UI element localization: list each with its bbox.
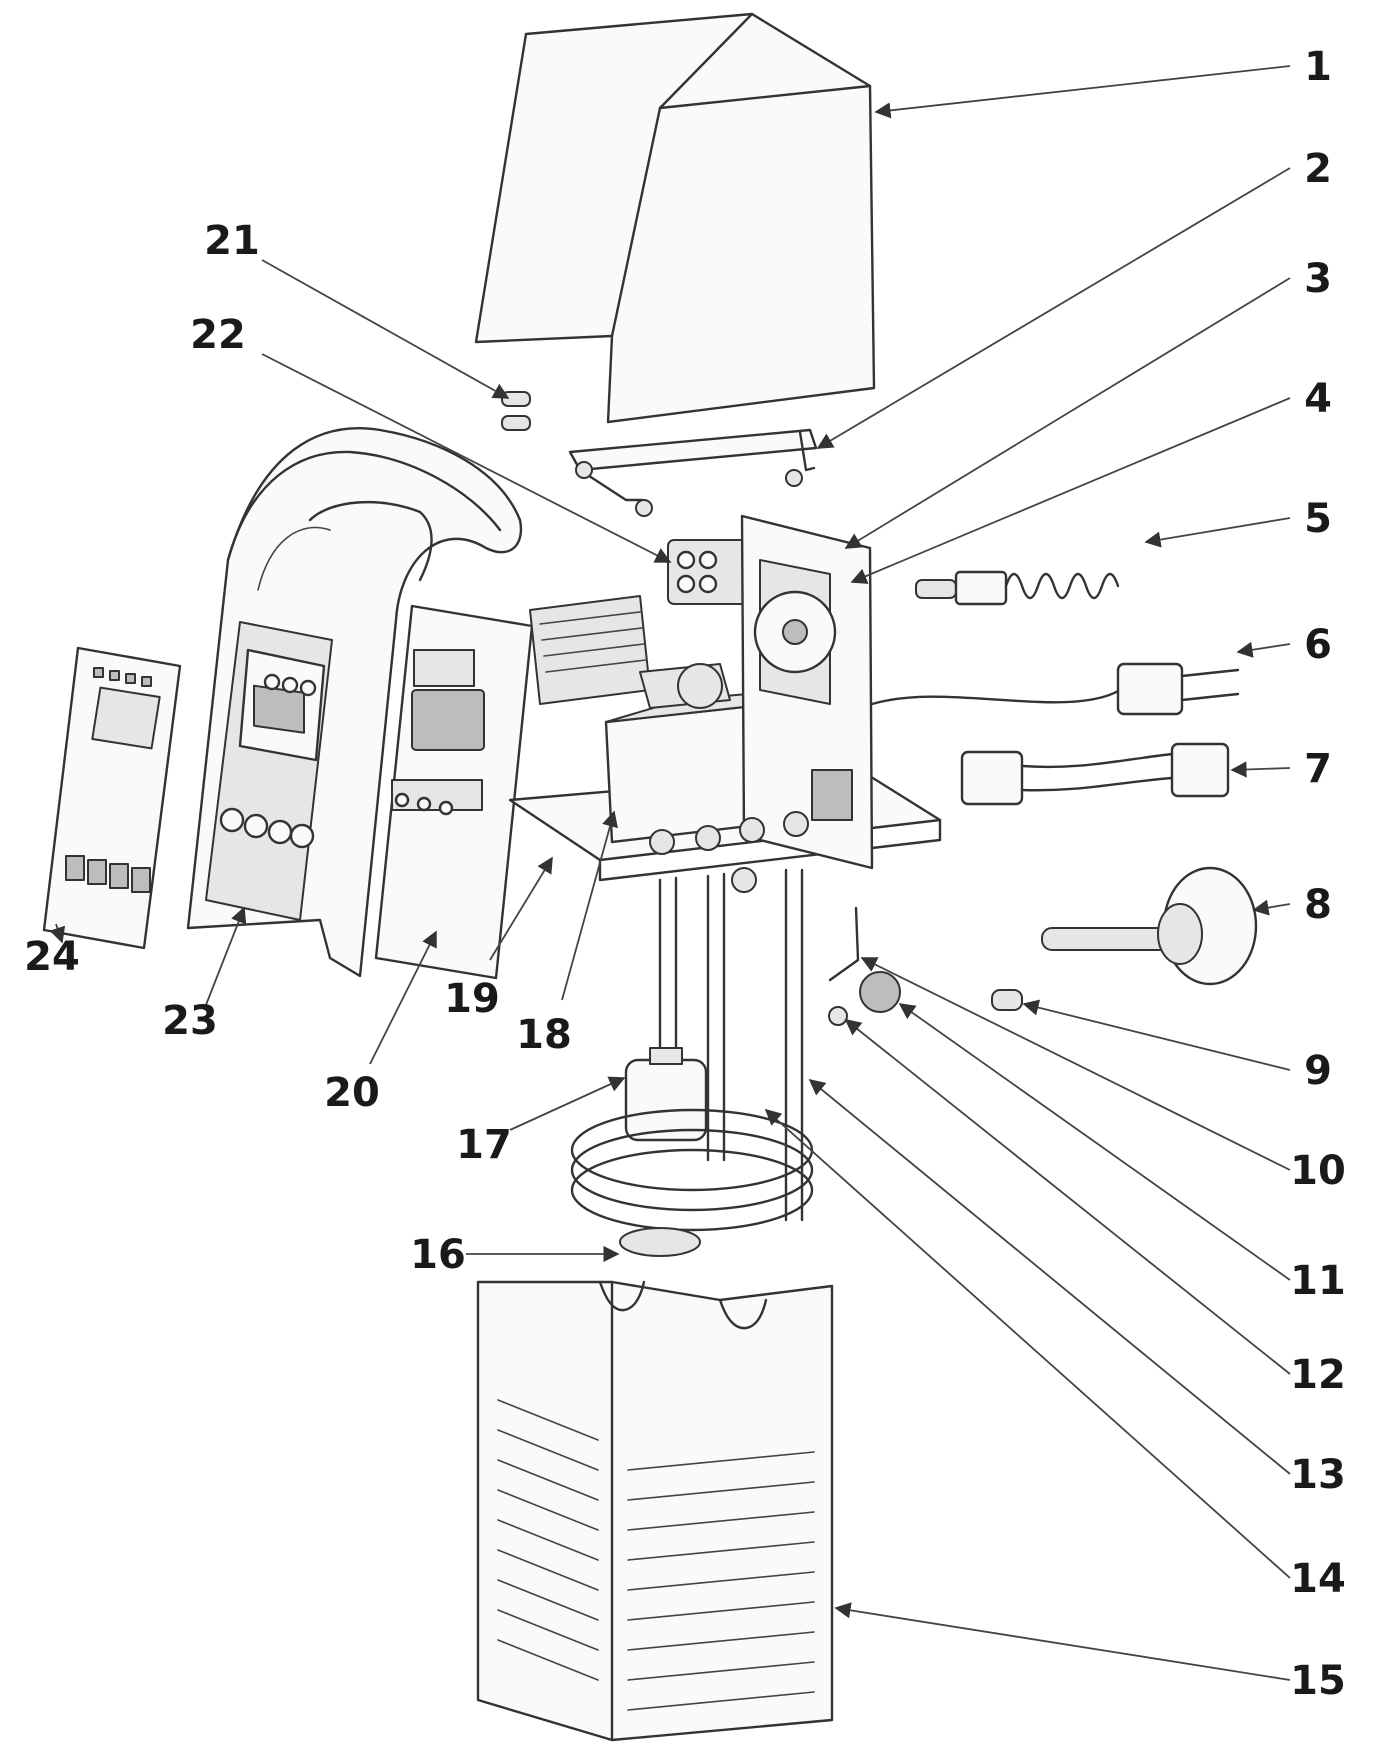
part-cage: [476, 1280, 834, 1742]
part-impeller: [619, 1227, 701, 1257]
part-clamp-knob: [1041, 866, 1258, 986]
callout-label: 9: [1304, 1048, 1332, 1094]
part-screw: [991, 989, 1023, 1011]
callout-label: 23: [162, 998, 218, 1044]
part-tubes: [658, 868, 804, 1222]
part-cable: [960, 742, 1230, 806]
part-pump-motor: [624, 1047, 708, 1142]
leader-lines: [49, 65, 1291, 1681]
callout-labels: 1 2 3 4 5 6 7 8 9 10 11 12 13 14 15 16 1…: [24, 44, 1346, 1704]
callout-label: 15: [1290, 1658, 1346, 1704]
callout-label: 14: [1290, 1556, 1346, 1602]
part-fan-board: [740, 514, 874, 870]
part-terminals: [649, 811, 809, 893]
callout-label: 13: [1290, 1452, 1346, 1498]
part-bracket: [568, 428, 818, 517]
part-control-pcb: [374, 604, 534, 980]
callout-label: 4: [1304, 376, 1332, 422]
callout-label: 12: [1290, 1352, 1346, 1398]
part-power-cord: [870, 662, 1240, 716]
callout-label: 19: [444, 976, 500, 1022]
callout-label: 5: [1304, 496, 1332, 542]
callout-label: 11: [1290, 1258, 1346, 1304]
callout-label: 1: [1304, 44, 1332, 90]
part-top-cover: [474, 12, 876, 424]
callout-label: 8: [1304, 882, 1332, 928]
callout-label: 3: [1304, 256, 1332, 302]
part-spring-sensor: [915, 570, 1120, 606]
callout-label: 17: [456, 1122, 512, 1168]
part-control-overlay: [42, 646, 182, 950]
part-clamp-bracket: [828, 906, 901, 1026]
callout-label: 22: [190, 312, 246, 358]
callout-label: 10: [1290, 1148, 1346, 1194]
callout-label: 2: [1304, 146, 1332, 192]
callout-label: 6: [1304, 622, 1332, 668]
callout-label: 21: [204, 218, 260, 264]
callout-label: 7: [1304, 746, 1332, 792]
part-terminal-block: [667, 539, 749, 605]
part-heatsink: [529, 595, 651, 705]
part-front-housing: [186, 427, 523, 978]
callout-label: 20: [324, 1070, 380, 1116]
part-fuses: [501, 391, 531, 431]
callout-label: 16: [410, 1232, 466, 1278]
callout-label: 18: [516, 1012, 572, 1058]
callout-label: 24: [24, 934, 80, 980]
